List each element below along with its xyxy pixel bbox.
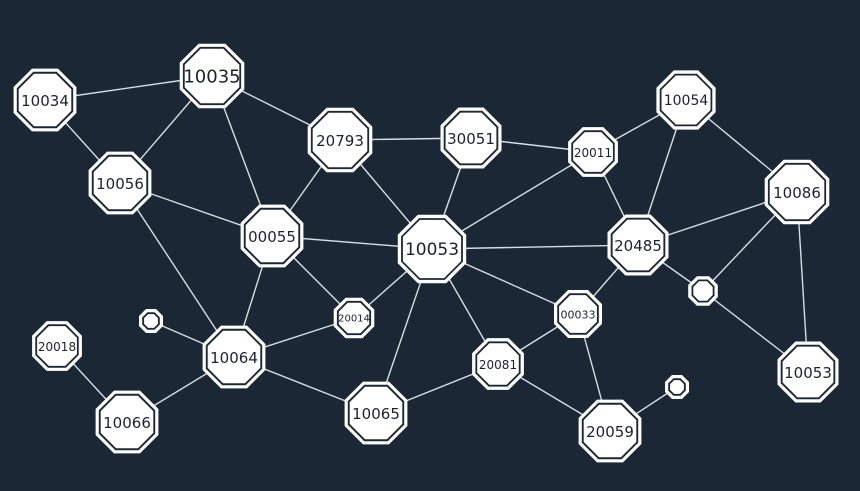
node-label: 00055: [248, 228, 296, 246]
node-label: 10066: [103, 414, 151, 432]
edge-n10053a-n20485: [431, 244, 639, 250]
node-octagon-inner: [693, 281, 713, 301]
node-label: 10056: [96, 175, 144, 193]
nodes-layer: 10035 10034 20793 30051 20011 10054 10086 10056…: [13, 43, 839, 463]
node-n10086[interactable]: 10086: [764, 159, 830, 225]
node-octagon-inner: [402, 219, 462, 279]
node-n30051[interactable]: 30051: [440, 107, 502, 169]
node-label: 10065: [352, 405, 400, 423]
node-label: 20011: [574, 146, 612, 160]
node-n00055[interactable]: 00055: [240, 204, 304, 268]
node-n00033[interactable]: 00033: [554, 290, 602, 338]
node-octagon-inner: [144, 314, 158, 328]
node-label: 20081: [479, 358, 517, 372]
node-n10066[interactable]: 10066: [95, 390, 159, 454]
node-octagon-inner: [312, 112, 368, 168]
small-node-s1[interactable]: [139, 309, 163, 333]
node-octagon-inner: [573, 132, 613, 172]
node-n20081[interactable]: 20081: [472, 338, 524, 390]
node-n20793[interactable]: 20793: [307, 107, 373, 173]
node-n10035[interactable]: 10035: [179, 43, 245, 109]
node-n20014[interactable]: 20014: [333, 297, 375, 339]
node-octagon-inner: [207, 330, 261, 384]
node-octagon-inner: [349, 386, 403, 440]
node-octagon-inner: [37, 326, 77, 366]
node-n10053a[interactable]: 10053: [397, 214, 467, 284]
node-label: 10053: [784, 364, 832, 382]
node-label: 20014: [338, 314, 370, 325]
node-octagon-inner: [612, 219, 664, 271]
node-n10065[interactable]: 10065: [344, 381, 408, 445]
edge-n10056-n10064: [119, 182, 235, 358]
node-label: 10053: [405, 240, 459, 260]
node-n20018[interactable]: 20018: [32, 321, 82, 371]
node-label: 10034: [21, 92, 69, 110]
node-octagon-inner: [559, 295, 597, 333]
node-octagon-inner: [583, 404, 637, 458]
node-octagon-inner: [661, 75, 711, 125]
node-label: 10086: [773, 184, 821, 202]
node-label: 20018: [38, 340, 76, 354]
node-label: 00033: [561, 309, 596, 322]
node-label: 20485: [614, 237, 662, 255]
node-octagon-inner: [93, 156, 147, 210]
node-label: 10054: [664, 93, 709, 109]
node-octagon-inner: [445, 112, 497, 164]
node-octagon-inner: [100, 395, 154, 449]
node-octagon-inner: [338, 302, 370, 334]
node-octagon-inner: [782, 346, 834, 398]
node-octagon-inner: [769, 164, 825, 220]
node-label: 30051: [447, 130, 495, 148]
node-label: 20059: [586, 423, 634, 441]
node-octagon-inner: [184, 48, 240, 104]
node-label: 10064: [210, 349, 258, 367]
node-octagon-inner: [245, 209, 299, 263]
node-n10034[interactable]: 10034: [13, 68, 77, 132]
node-n20011[interactable]: 20011: [568, 127, 618, 177]
node-octagon-inner: [670, 380, 684, 394]
node-label: 20793: [316, 132, 364, 150]
node-n10054[interactable]: 10054: [656, 70, 716, 130]
node-n20059[interactable]: 20059: [578, 399, 642, 463]
node-n10064[interactable]: 10064: [202, 325, 266, 389]
node-n10053b[interactable]: 10053: [777, 341, 839, 403]
small-node-s3[interactable]: [665, 375, 689, 399]
node-n10056[interactable]: 10056: [88, 151, 152, 215]
node-octagon-inner: [18, 73, 72, 127]
small-node-s2[interactable]: [688, 276, 718, 306]
node-octagon-inner: [477, 343, 519, 385]
node-n20485[interactable]: 20485: [607, 214, 669, 276]
node-label: 10035: [183, 67, 240, 88]
